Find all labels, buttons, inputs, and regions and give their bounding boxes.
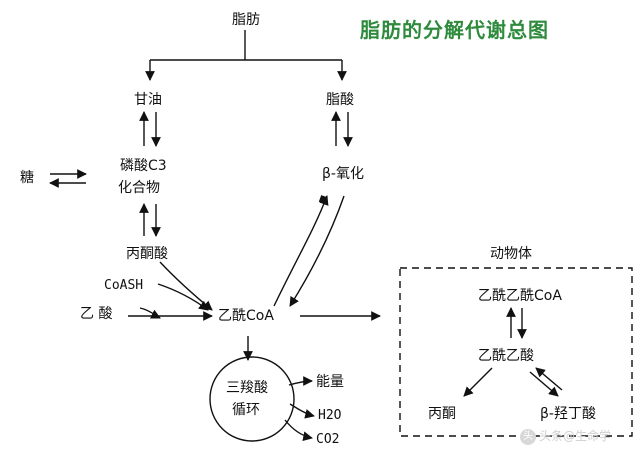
node-beta-oxidation: β-氧化 (322, 166, 364, 182)
node-co2: CO2 (316, 432, 340, 447)
node-coash: CoASH (104, 278, 144, 293)
node-acetyl-coa: 乙酰CoA (218, 308, 274, 324)
node-acetone: 丙酮 (428, 406, 456, 422)
watermark-text: 头条@生命学 (539, 429, 612, 443)
node-pyruvate: 丙酮酸 (126, 246, 168, 262)
node-beta-hydroxybutyrate: β-羟丁酸 (540, 406, 596, 422)
node-compound: 化合物 (118, 180, 160, 196)
node-energy: 能量 (316, 374, 344, 390)
node-tca-line1: 三羧酸 (226, 380, 268, 396)
node-glycerol: 甘油 (134, 92, 162, 108)
toutiao-logo-icon: 头 (520, 428, 536, 445)
node-phosphate-c3: 磷酸C3 (120, 158, 167, 174)
node-fat: 脂肪 (232, 12, 260, 28)
node-fatty-acid: 脂酸 (326, 92, 354, 108)
diagram-title: 脂肪的分解代谢总图 (360, 18, 549, 42)
node-tca-line2: 循环 (232, 402, 260, 418)
node-water: H2O (318, 408, 342, 423)
animal-box-label: 动物体 (490, 246, 532, 262)
node-acetoacetyl-coa: 乙酰乙酰CoA (478, 288, 562, 304)
node-acetoacetate: 乙酰乙酸 (478, 348, 534, 364)
node-acetic-acid: 乙 酸 (80, 306, 113, 322)
watermark: 头头条@生命学 (520, 427, 611, 445)
node-sugar: 糖 (20, 170, 34, 186)
